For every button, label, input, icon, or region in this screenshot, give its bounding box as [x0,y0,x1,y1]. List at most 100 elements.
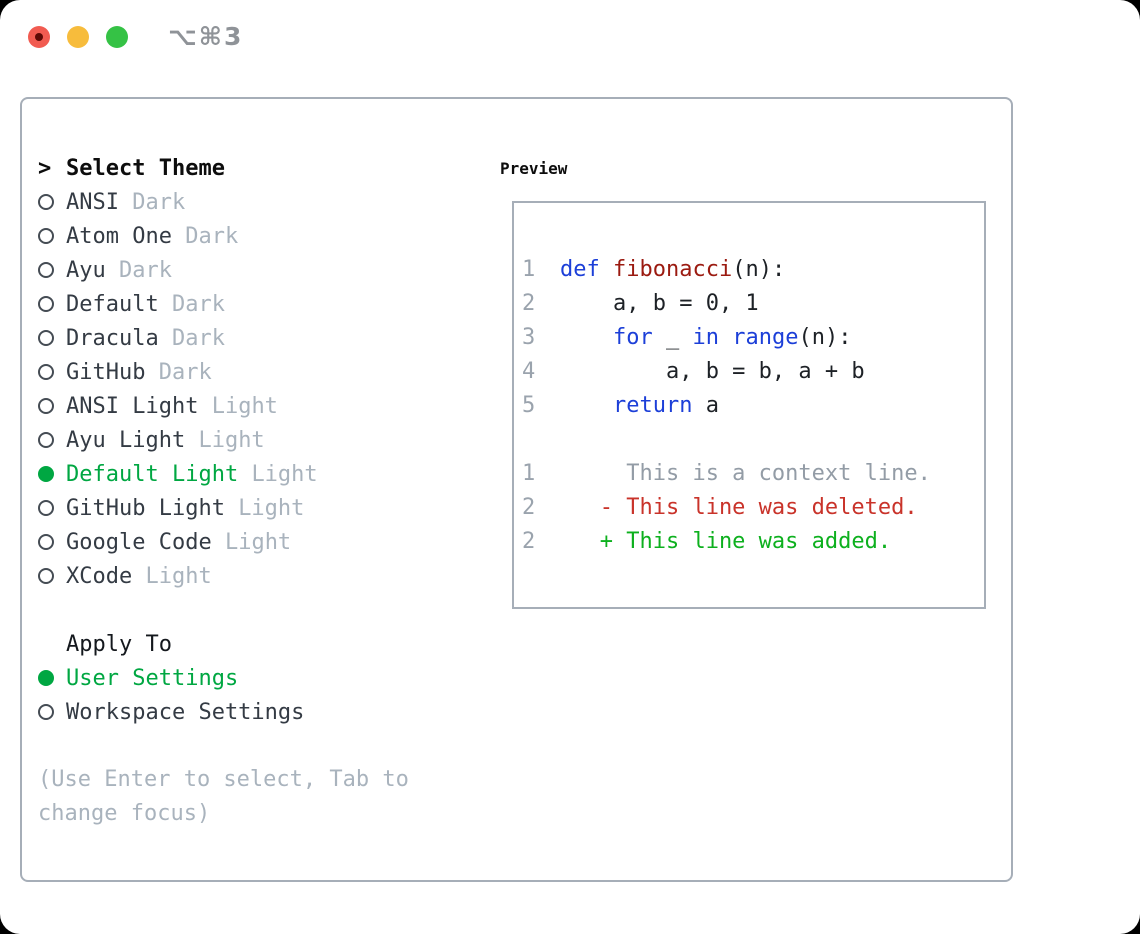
theme-option-google-code[interactable]: Google Code Light [38,525,480,559]
theme-variant-tag: Light [251,461,318,487]
radio-icon [38,228,54,244]
theme-option-ayu[interactable]: Ayu Dark [38,253,480,287]
theme-variant-tag: Light [238,495,305,521]
code-token [560,325,613,350]
theme-option-ansi[interactable]: ANSI Dark [38,185,480,219]
code-token: (n): [732,256,786,282]
apply-option-user-settings[interactable]: User Settings [38,661,480,695]
code-line: 4 a, b = b, a + b [514,354,984,388]
code-token: a, b = 0, 1 [560,290,759,316]
radio-marker [38,568,66,584]
theme-name: XCode [66,563,146,589]
theme-option-github-light[interactable]: GitHub Light Light [38,491,480,525]
radio-marker [38,500,66,516]
radio-marker [38,330,66,346]
theme-option-github[interactable]: GitHub Dark [38,355,480,389]
theme-option-xcode[interactable]: XCode Light [38,559,480,593]
preview-title: Preview [500,158,568,178]
code-token [560,393,613,418]
radio-marker [38,194,66,210]
radio-icon [38,296,54,312]
zoom-button[interactable] [106,26,128,48]
blank-line [514,218,984,252]
apply-option-label: Workspace Settings [66,699,305,725]
theme-name: Ayu [66,257,119,283]
radio-icon [38,364,54,380]
line-number: 2 [522,290,536,316]
diff-text: - This line was deleted. [560,494,918,520]
code-token: (n): [798,324,852,350]
radio-selected-icon [38,466,54,482]
code-token: fibonacci [613,256,733,282]
apply-to-title: Apply To [66,631,172,657]
radio-icon [38,568,54,584]
radio-icon [38,330,54,346]
radio-icon [38,262,54,278]
radio-marker [38,296,66,312]
radio-marker [38,364,66,380]
apply-to-header: Apply To [38,627,480,661]
radio-marker [38,704,66,720]
spacer [38,729,480,763]
theme-variant-tag: Dark [132,189,186,215]
radio-marker [38,262,66,278]
theme-option-atom-one[interactable]: Atom One Dark [38,219,480,253]
theme-option-ayu-light[interactable]: Ayu Light Light [38,423,480,457]
code-line: 2 a, b = 0, 1 [514,286,984,320]
minimize-button[interactable] [67,26,89,48]
radio-icon [38,500,54,516]
theme-name: Ayu Light [66,427,199,453]
help-text: (Use Enter to select, Tab to change focu… [38,767,409,826]
theme-option-ansi-light[interactable]: ANSI Light Light [38,389,480,423]
theme-name: ANSI Light [66,393,212,419]
window-title: ⌥⌘3 [168,22,244,51]
code-token: def [560,256,600,282]
radio-marker [38,432,66,448]
line-number: 2 [522,494,536,520]
close-button[interactable] [28,26,50,48]
theme-name: ANSI [66,189,133,215]
theme-option-default[interactable]: Default Dark [38,287,480,321]
radio-icon [38,432,54,448]
diff-line-added: 2 + This line was added. [514,524,984,558]
theme-name: GitHub Light [66,495,239,521]
code-token: return [612,392,693,418]
line-number: 3 [522,324,536,350]
theme-variant-tag: Dark [118,257,172,283]
prompt-icon: > [38,155,52,181]
select-theme-header: > Select Theme [38,151,480,185]
code-token: a [692,392,719,418]
code-token [719,325,732,350]
theme-name: Google Code [66,529,225,555]
code-line: 5 return a [514,388,984,422]
traffic-lights [28,26,128,48]
radio-icon [38,534,54,550]
theme-variant-tag: Dark [171,325,225,351]
code-token: a, b = b, a + b [560,358,865,384]
theme-option-dracula[interactable]: Dracula Dark [38,321,480,355]
theme-variant-tag: Dark [171,291,225,317]
line-number: 1 [522,460,536,486]
code-token [600,257,613,282]
radio-marker [38,398,66,414]
theme-variant-tag: Light [145,563,212,589]
radio-selected-icon [38,670,54,686]
spacer [38,593,480,627]
code-line: 3 for _ in range(n): [514,320,984,354]
code-token: _ [652,324,693,350]
line-number: 4 [522,358,536,384]
theme-option-default-light[interactable]: Default Light Light [38,457,480,491]
theme-name: Atom One [66,223,186,249]
line-number: 1 [522,256,536,282]
line-number: 2 [522,528,536,554]
title-bar: ⌥⌘3 [0,0,1140,76]
select-theme-title: Select Theme [66,155,225,181]
apply-option-workspace-settings[interactable]: Workspace Settings [38,695,480,729]
diff-text: + This line was added. [560,528,892,554]
